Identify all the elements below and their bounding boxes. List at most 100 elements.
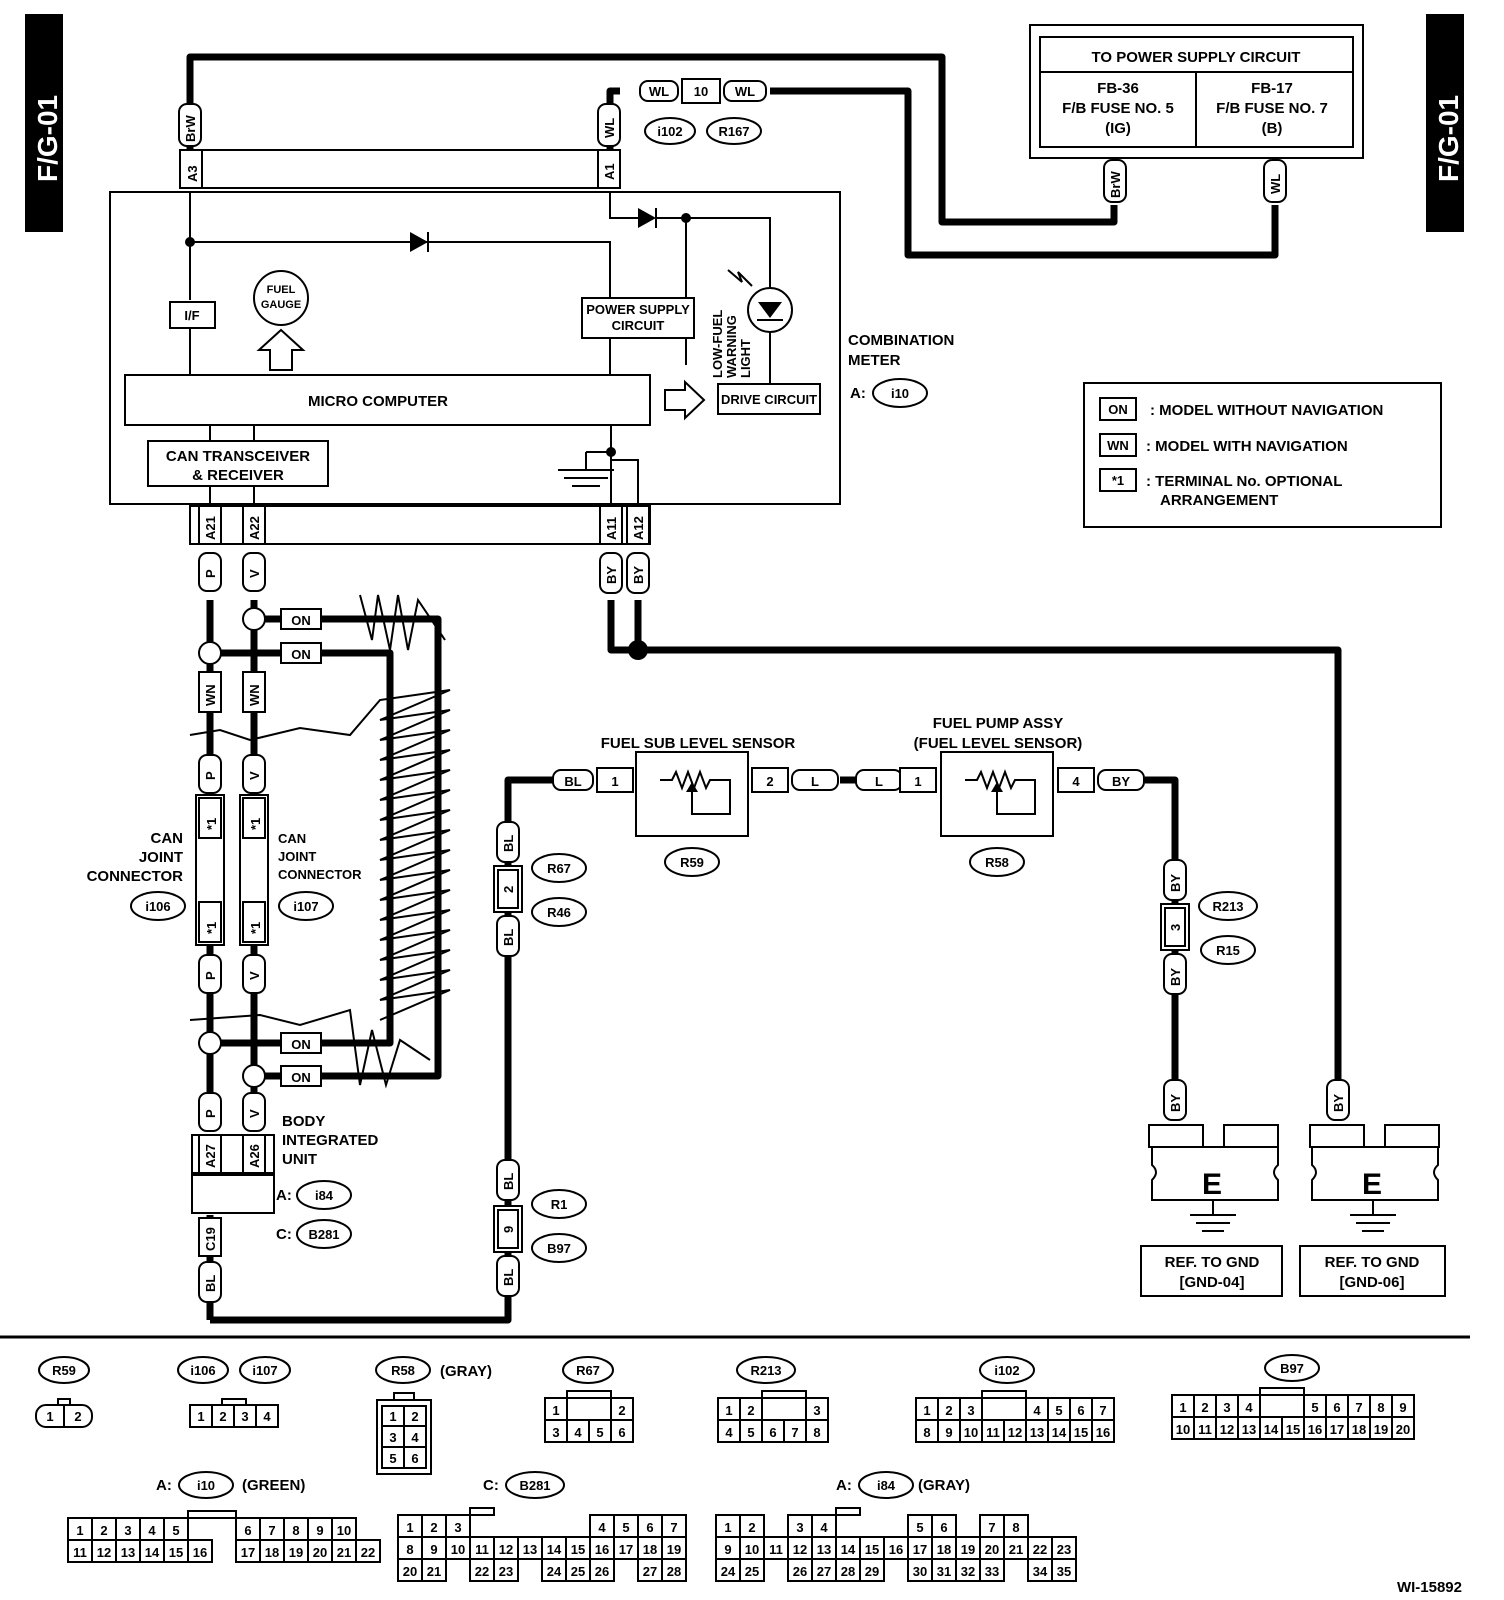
legend-star-text-1: : TERMINAL No. OPTIONAL [1146, 473, 1342, 490]
combination-meter: A3 A1 BrW WL WL 10 WL i102 R167 I/F [109, 78, 954, 545]
gnd06-line2: [GND-06] [1339, 1274, 1404, 1291]
meter-conn-prefix: A: [850, 385, 866, 402]
wire-p-top: P [203, 569, 218, 578]
meter-label-line2: METER [848, 352, 901, 369]
connector-pin: 22 [361, 1545, 375, 1560]
svg-text:1: 1 [389, 1409, 396, 1424]
connector-r67: R67 [547, 861, 571, 876]
connector-pin: 2 [100, 1523, 107, 1538]
star-tag-2: *1 [248, 818, 263, 830]
connector-pin: 6 [618, 1425, 625, 1440]
connector-pin: 17 [619, 1542, 633, 1557]
wire-p-2: P [203, 771, 218, 780]
r213-connector: BY 3 BY R213 R15 [1160, 859, 1258, 995]
cv-i10-color: (GREEN) [242, 1477, 305, 1494]
connector-pin: 1 [724, 1520, 731, 1535]
connector-pin: 8 [406, 1542, 413, 1557]
connector-pin: 8 [813, 1425, 820, 1440]
connector-pin: 29 [865, 1564, 879, 1579]
can-joint-right-line1: CAN [278, 831, 306, 846]
connector-i106-label: i106 [145, 899, 170, 914]
terminal-9-r1: 9 [501, 1226, 516, 1233]
cv-b281-prefix: C: [483, 1477, 499, 1494]
connector-pin: 31 [937, 1564, 951, 1579]
connector-r167: R167 [718, 124, 749, 139]
connector-pin: 28 [841, 1564, 855, 1579]
connector-pin: 4 [725, 1425, 733, 1440]
connector-pin: 20 [313, 1545, 327, 1560]
connector-pin: 6 [769, 1425, 776, 1440]
connector-pin: 3 [967, 1403, 974, 1418]
connector-pin: 6 [646, 1520, 653, 1535]
micro-computer: MICRO COMPUTER [308, 393, 448, 410]
wire-wl-meter: WL [602, 118, 617, 138]
svg-text:2: 2 [411, 1409, 418, 1424]
fuse-right-line3: (B) [1262, 120, 1283, 137]
connector-pin: 11 [73, 1545, 87, 1560]
can-joint-left-line1: CAN [151, 830, 184, 847]
terminal-a27: A27 [203, 1144, 218, 1168]
connector-pin: 20 [985, 1542, 999, 1557]
legend-wn-code: WN [1107, 438, 1129, 453]
connector-pin: 14 [1052, 1425, 1067, 1440]
connector-pin: 7 [268, 1523, 275, 1538]
connector-pin: 14 [145, 1545, 160, 1560]
terminal-2-sub: 2 [766, 774, 773, 789]
page-tab-left-text: F/G-01 [32, 95, 63, 182]
connector-pin: 3 [813, 1403, 820, 1418]
legend-box: ON : MODEL WITHOUT NAVIGATION WN : MODEL… [1083, 382, 1442, 528]
connector-pin: 1 [923, 1403, 930, 1418]
meter-conn-id: i10 [891, 386, 909, 401]
connector-pin: 2 [748, 1520, 755, 1535]
connector-pin: 25 [571, 1564, 585, 1579]
wn-tag-v: WN [247, 684, 262, 706]
connector-i107-label: i107 [293, 899, 318, 914]
connector-pin: 9 [945, 1425, 952, 1440]
connector-pin: 16 [889, 1542, 903, 1557]
connector-pin: 3 [796, 1520, 803, 1535]
legend-on-code: ON [1108, 402, 1128, 417]
cv-r58-face: 1 2 3 4 5 6 [376, 1392, 432, 1475]
fuel-pump-line2: (FUEL LEVEL SENSOR) [914, 735, 1083, 752]
connector-pin: 5 [622, 1520, 629, 1535]
drive-circuit: DRIVE CIRCUIT [721, 392, 817, 407]
fuel-sub-label: FUEL SUB LEVEL SENSOR [601, 735, 796, 752]
can-transceiver-line1: CAN TRANSCEIVER [166, 448, 310, 465]
connector-pin: 16 [1308, 1422, 1322, 1437]
legend-star-code: *1 [1112, 473, 1124, 488]
star-tag-1: *1 [204, 818, 219, 830]
connector-pin: 1 [725, 1403, 732, 1418]
wire-bl-r1: BL [501, 1173, 516, 1190]
connector-pin: 3 [124, 1523, 131, 1538]
connector-r58: R58 [985, 855, 1009, 870]
connector-pin: 2 [618, 1403, 625, 1418]
connector-r213: R213 [1212, 899, 1243, 914]
legend-wn-text: : MODEL WITH NAVIGATION [1146, 438, 1348, 455]
wire-l-sub: L [811, 774, 819, 789]
connector-pin: 21 [337, 1545, 351, 1560]
on-tag-4: ON [291, 1070, 311, 1085]
svg-text:6: 6 [411, 1451, 418, 1466]
fuel-pump-assy: FUEL PUMP ASSY (FUEL LEVEL SENSOR) L 1 4… [855, 715, 1145, 877]
connector-views: R59 1 2 i106 i107 1 2 3 4 R58 (GRAY) [35, 1354, 1415, 1582]
connector-pin: 4 [148, 1523, 156, 1538]
connector-pin: 7 [988, 1520, 995, 1535]
wire-by-pump: BY [1112, 774, 1130, 789]
connector-pin: 3 [552, 1425, 559, 1440]
wire-bl-r67: BL [501, 835, 516, 852]
connector-pin: 18 [1352, 1422, 1366, 1437]
svg-text:4: 4 [411, 1430, 419, 1445]
connector-pin: 28 [667, 1564, 681, 1579]
wire-by-a12: BY [631, 566, 646, 584]
connector-pin: 1 [552, 1403, 559, 1418]
connector-pin: 15 [1074, 1425, 1088, 1440]
terminal-1-pump: 1 [914, 774, 921, 789]
can-joint-left-line3: CONNECTOR [87, 868, 184, 885]
connector-pin: 4 [574, 1425, 582, 1440]
body-conn-c-prefix: C: [276, 1226, 292, 1243]
cv-i84-color: (GRAY) [918, 1477, 970, 1494]
fuse-left-line1: FB-36 [1097, 80, 1139, 97]
low-fuel-line1: LOW-FUEL [710, 310, 725, 378]
